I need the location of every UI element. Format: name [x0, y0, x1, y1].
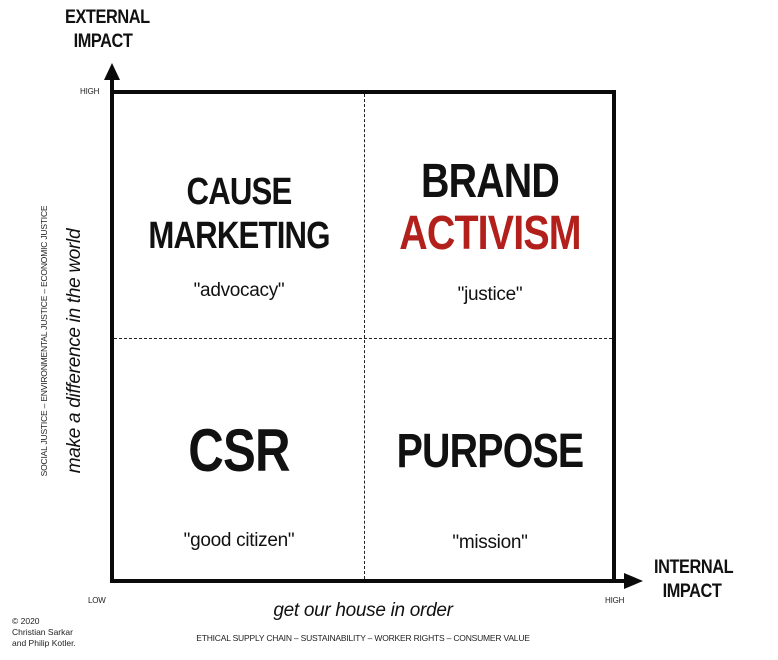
- quadrant-purpose: PURPOSE "mission": [366, 424, 614, 554]
- brand-line: BRAND: [420, 155, 560, 208]
- copyright-author2: and Philip Kotler.: [12, 638, 76, 648]
- quadrant-csr: CSR "good citizen": [114, 416, 364, 552]
- y-axis-sub-label: SOCIAL JUSTICE – ENVIRONMENTAL JUSTICE –…: [39, 205, 49, 477]
- csr-title: CSR: [188, 417, 290, 484]
- y-axis-title: EXTERNAL IMPACT: [65, 6, 150, 54]
- x-axis-high-tick: HIGH: [605, 596, 625, 605]
- x-axis-arrowhead: [624, 573, 643, 589]
- cause-marketing-title: CAUSE MARKETING: [137, 170, 342, 258]
- x-axis-sub-label: ETHICAL SUPPLY CHAIN – SUSTAINABILITY – …: [196, 633, 530, 643]
- y-axis-title-line1: EXTERNAL: [65, 7, 150, 28]
- justice-note: "justice": [457, 284, 523, 305]
- x-axis-title: INTERNAL IMPACT: [654, 556, 734, 604]
- quadrant-brand-activism: BRAND ACTIVISM "justice": [366, 156, 614, 306]
- brand-activism-title: BRAND ACTIVISM: [388, 156, 591, 260]
- copyright-author1: Christian Sarkar: [12, 627, 73, 637]
- activism-line: ACTIVISM: [399, 207, 581, 260]
- horizontal-divider: [114, 338, 612, 339]
- y-axis-title-line2: IMPACT: [73, 31, 133, 52]
- x-axis-low-tick: LOW: [88, 596, 106, 605]
- mission-note: "mission": [452, 532, 528, 553]
- y-axis-label: make a difference in the world: [64, 228, 85, 474]
- y-axis-high-tick: HIGH: [80, 87, 100, 96]
- y-axis-arrowhead: [104, 63, 120, 80]
- copyright-year: © 2020: [12, 616, 40, 626]
- x-axis-title-line1: INTERNAL: [654, 557, 734, 578]
- quadrant-cause-marketing: CAUSE MARKETING "advocacy": [114, 170, 364, 302]
- copyright-notice: © 2020 Christian Sarkar and Philip Kotle…: [12, 616, 76, 649]
- matrix-frame: [110, 90, 616, 583]
- advocacy-note: "advocacy": [193, 280, 285, 301]
- cause-marketing-line2: MARKETING: [148, 215, 330, 257]
- x-axis-label: get our house in order: [273, 600, 453, 621]
- vertical-divider: [364, 94, 365, 579]
- x-axis-title-line2: IMPACT: [662, 581, 722, 602]
- good-citizen-note: "good citizen": [183, 530, 295, 551]
- purpose-title: PURPOSE: [396, 425, 585, 478]
- cause-marketing-line1: CAUSE: [186, 171, 293, 213]
